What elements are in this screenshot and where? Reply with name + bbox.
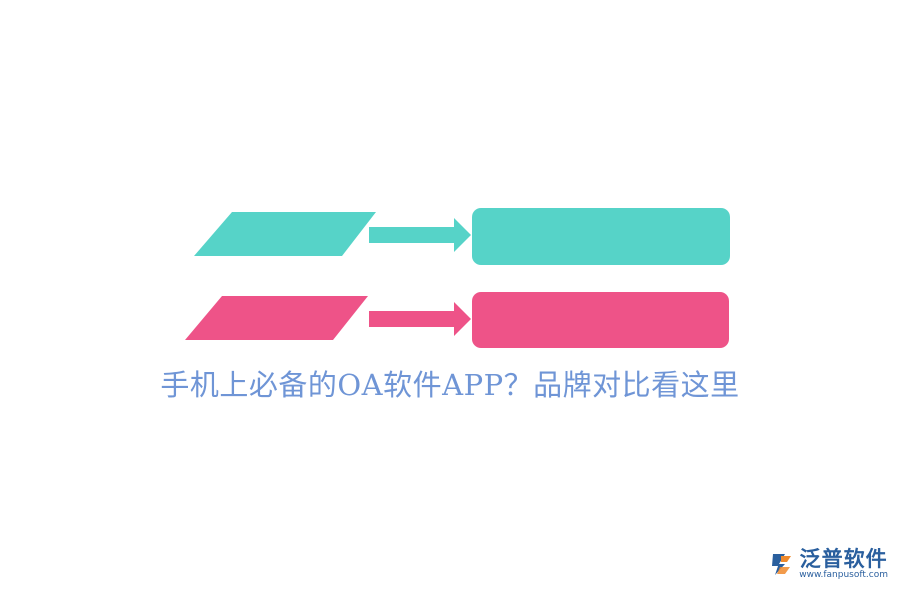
teal-arrow [369,218,471,252]
logo-url: www.fanpusoft.com [799,569,888,580]
teal-rounded-box [472,208,730,265]
fanpu-logo-icon [772,554,792,575]
logo-brand-name: 泛普软件 [799,546,888,571]
pink-rounded-box [472,292,729,348]
headline-title: 手机上必备的OA软件APP？品牌对比看这里 [160,368,740,402]
brand-logo: 泛普软件 www.fanpusoft.com [767,544,888,584]
teal-parallelogram [194,212,376,256]
pink-parallelogram [185,296,368,340]
pink-arrow [369,302,471,336]
